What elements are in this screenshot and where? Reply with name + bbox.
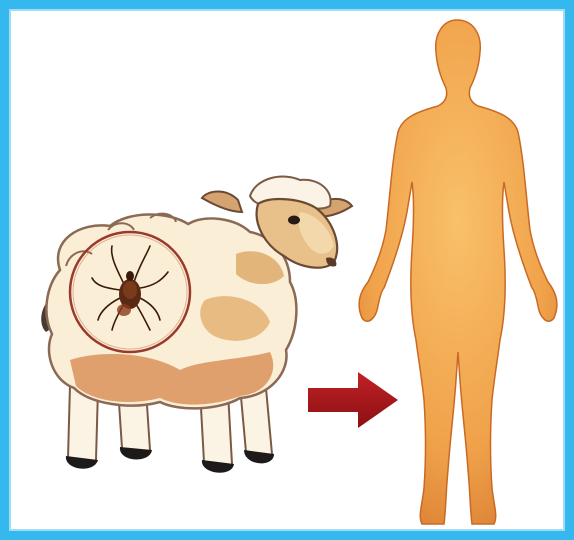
human-silhouette-icon <box>359 20 557 524</box>
sheep-icon <box>41 177 352 473</box>
arrow-right-icon <box>308 372 398 428</box>
